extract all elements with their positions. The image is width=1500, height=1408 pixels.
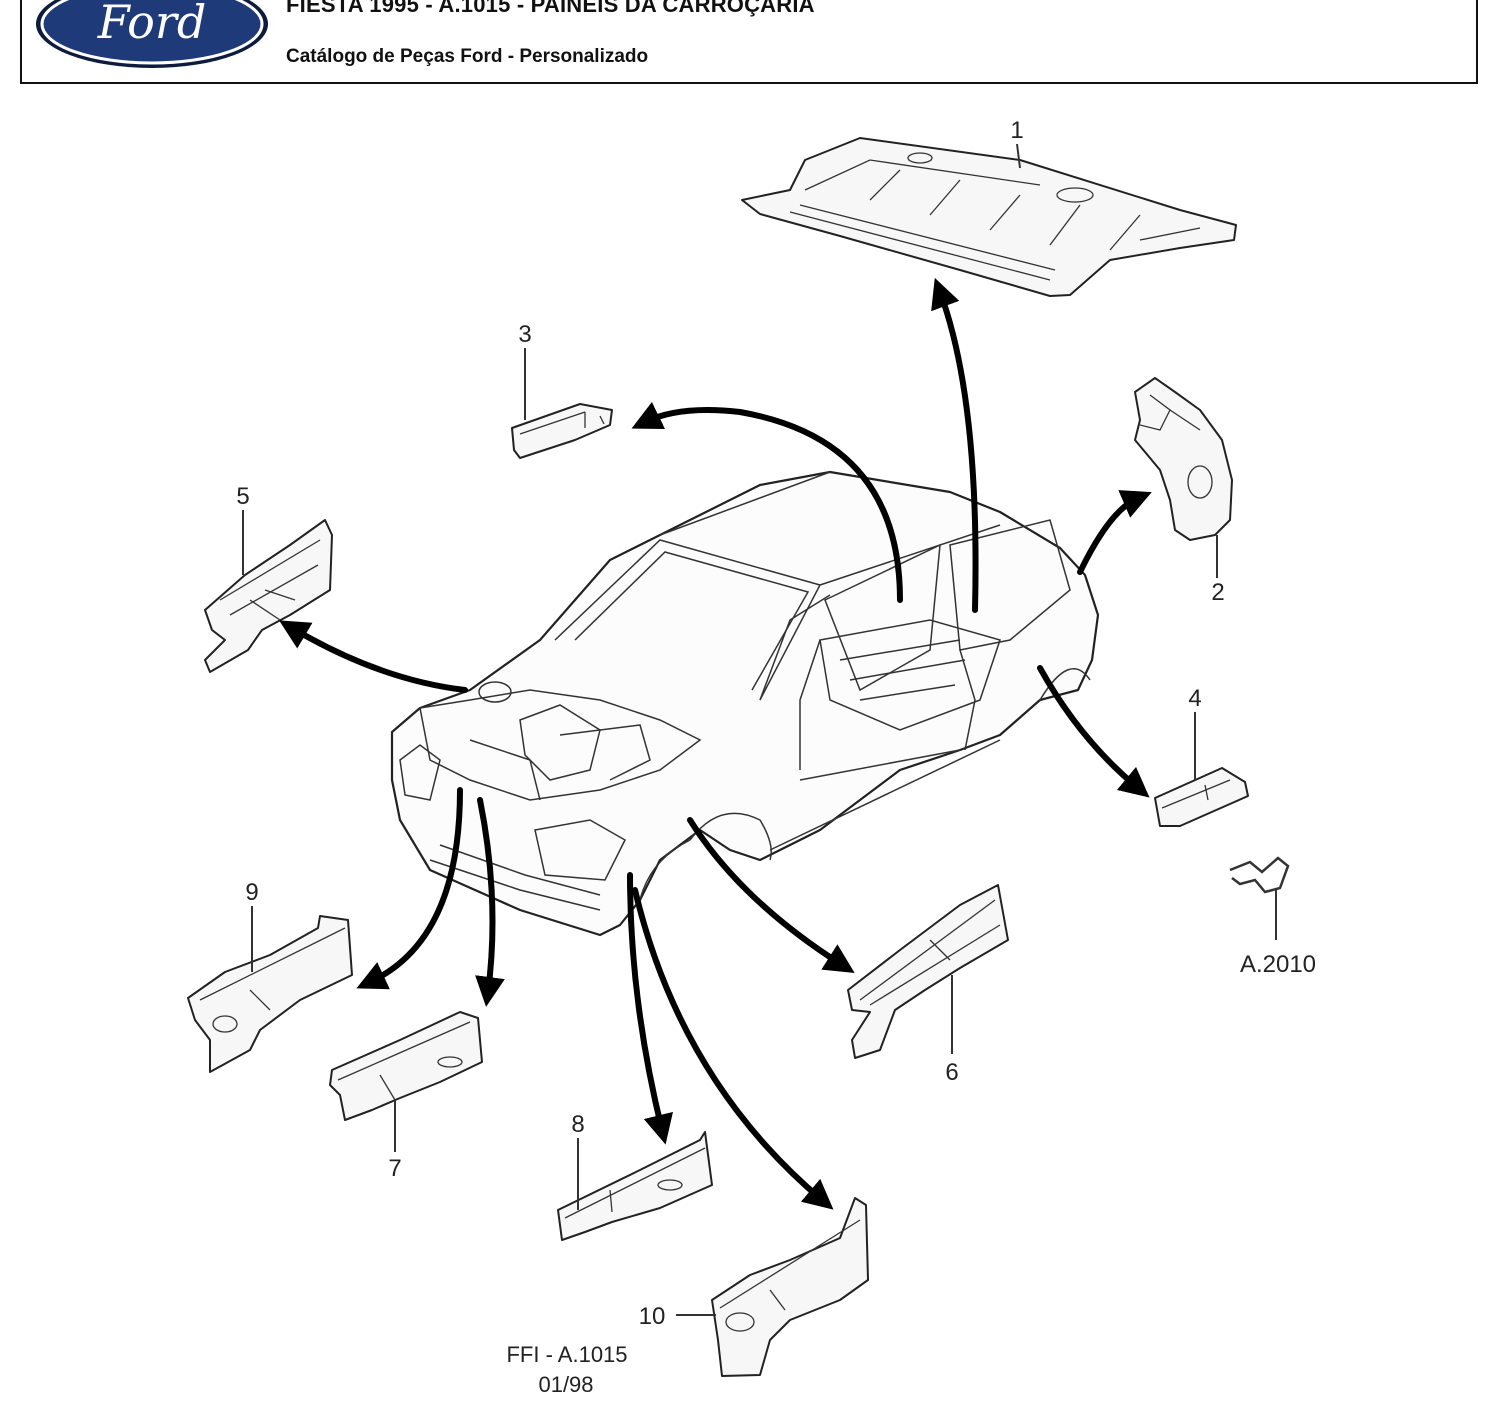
page-subtitle: Catálogo de Peças Ford - Personalizado — [286, 46, 649, 67]
callout-labels: 1 2 3 4 5 6 7 8 9 10 A.2010 — [236, 117, 1316, 1330]
callout-6: 6 — [945, 1059, 958, 1086]
callout-a2010: A.2010 — [1240, 951, 1316, 978]
leader-lines — [242, 143, 1277, 1316]
drawing-footer: FFI - A.1015 01/98 — [506, 1342, 627, 1397]
drawing-date: 01/98 — [538, 1372, 593, 1397]
part-3-channel — [511, 403, 613, 459]
drawing-code: FFI - A.1015 — [506, 1342, 627, 1367]
part-8-reinforcement — [557, 1131, 713, 1241]
part-2-rear-quarter-panel — [1134, 377, 1233, 541]
callout-9: 9 — [245, 879, 258, 906]
callout-4: 4 — [1188, 685, 1201, 712]
page-header: Ford FIESTA 1995 - A.1015 - PAINÉIS DA C… — [20, 0, 1478, 84]
callout-5: 5 — [236, 483, 249, 510]
ford-logo: Ford — [36, 0, 268, 68]
callout-8: 8 — [571, 1111, 584, 1138]
page-title: FIESTA 1995 - A.1015 - PAINÉIS DA CARROÇ… — [286, 0, 815, 17]
callout-3: 3 — [518, 321, 531, 348]
part-7-front-longitudinal — [329, 1011, 483, 1121]
clip-a2010 — [1229, 856, 1290, 894]
callout-10: 10 — [639, 1303, 666, 1330]
callout-2: 2 — [1211, 579, 1224, 606]
part-5-front-side-rail — [204, 519, 333, 673]
svg-text:Ford: Ford — [97, 0, 207, 49]
part-9-front-apron — [187, 915, 353, 1073]
part-10-front-apron — [711, 1197, 869, 1377]
part-1-floor-panel — [741, 137, 1237, 297]
car-body-shell — [390, 470, 1100, 937]
part-4-rail — [1154, 767, 1249, 827]
part-6-sill-rail — [847, 884, 1009, 1059]
explode-arrows — [279, 277, 1152, 1210]
callout-7: 7 — [388, 1155, 401, 1182]
callout-1: 1 — [1010, 117, 1023, 144]
